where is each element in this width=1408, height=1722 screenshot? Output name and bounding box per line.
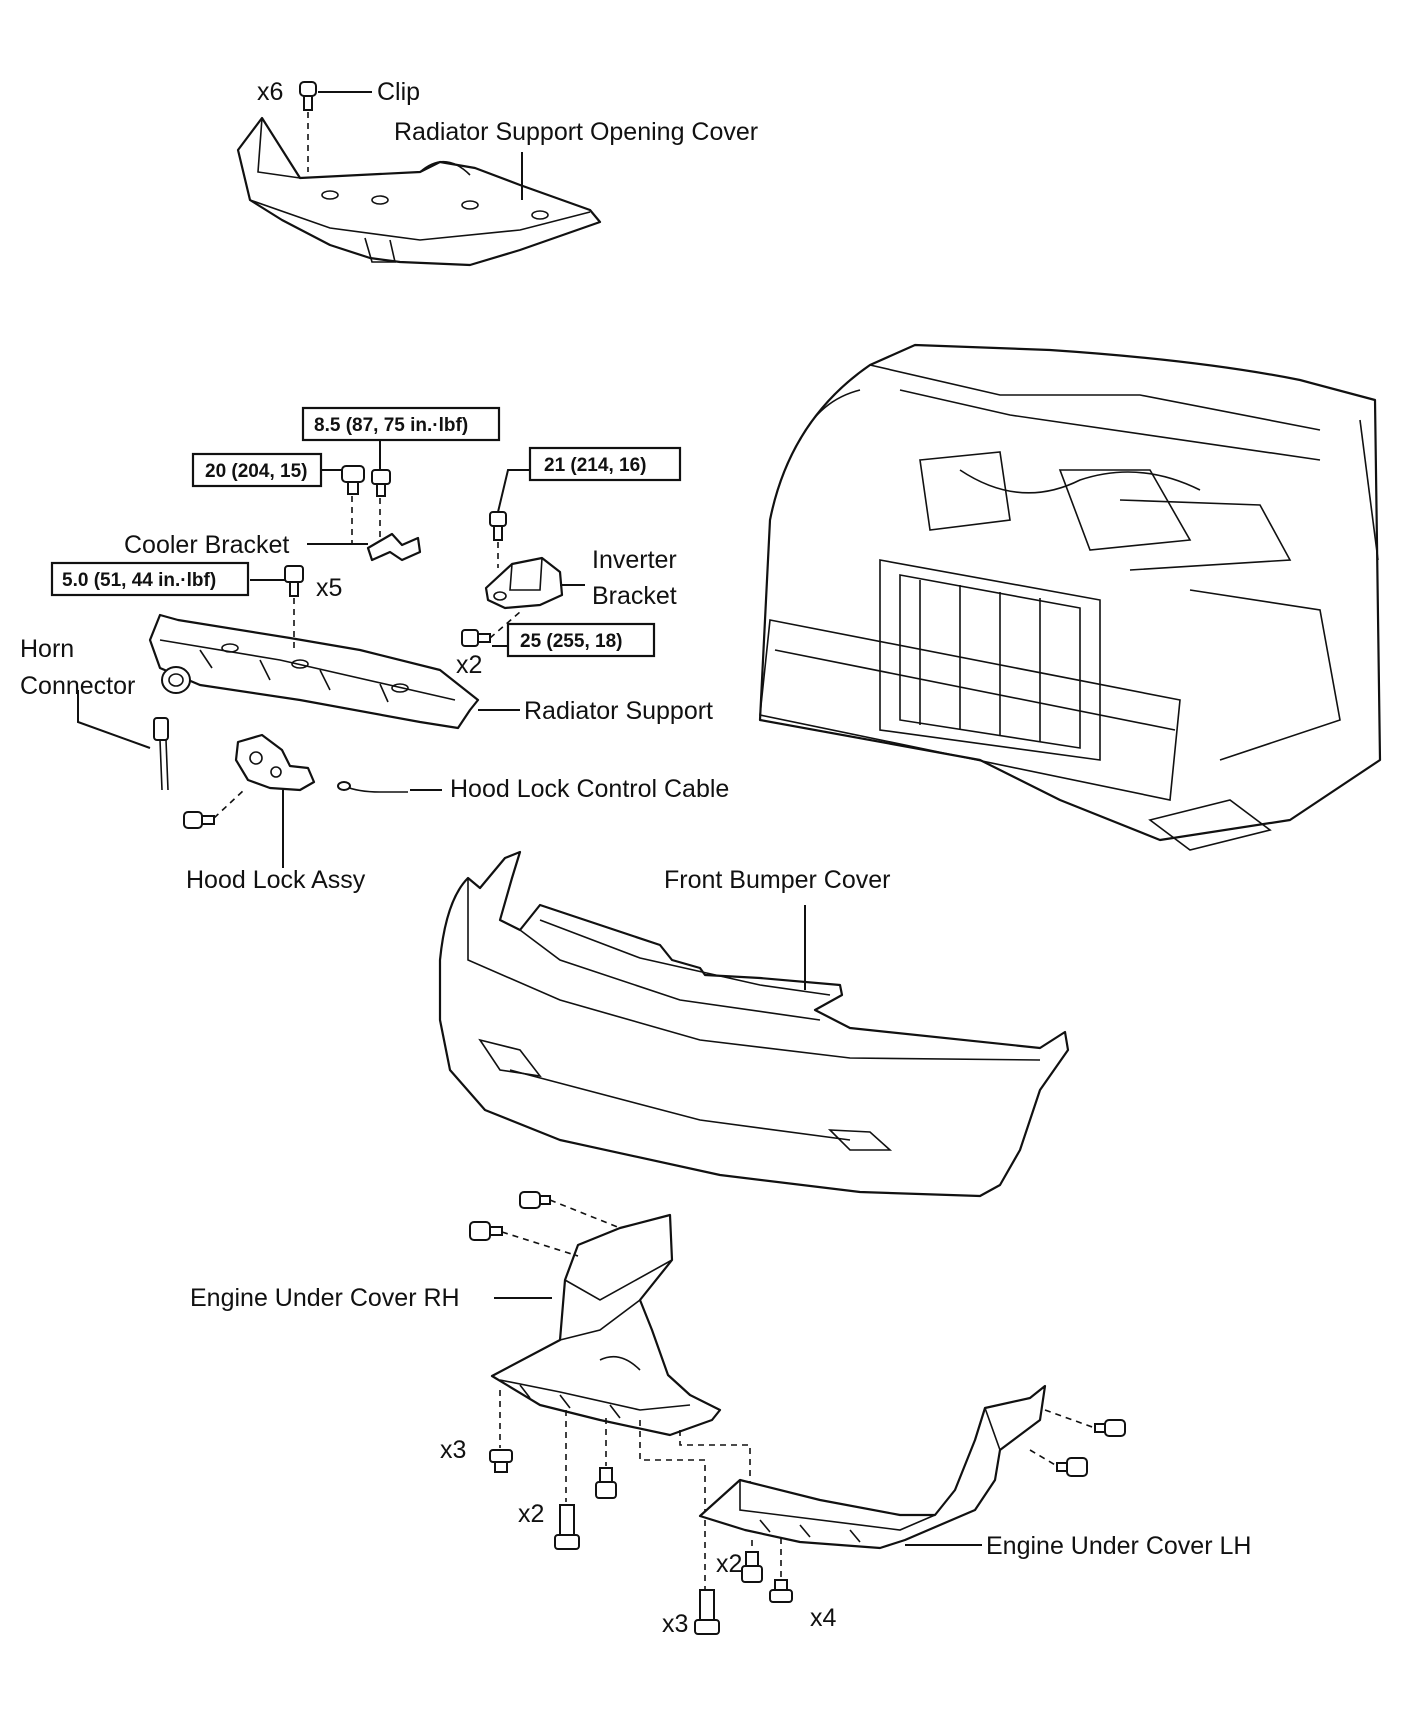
engine-under-cover-rh-bolt-lower xyxy=(595,1467,617,1499)
engine-under-cover-lh-part xyxy=(698,1384,1047,1550)
label-front-bumper-cover: Front Bumper Cover xyxy=(664,866,890,894)
inverter-bracket-part xyxy=(484,556,564,610)
label-inverter-bracket-line1: Inverter xyxy=(592,546,677,574)
torque-text-cooler-bracket-b: 20 (204, 15) xyxy=(205,461,307,482)
torque-box-cooler-bracket-a: 8.5 (87, 75 in.·lbf) xyxy=(301,406,501,442)
torque-box-cooler-bracket-b: 20 (204, 15) xyxy=(191,452,323,488)
radiator-support-bolt xyxy=(284,565,304,597)
torque-text-inverter-bracket-lower: 25 (255, 18) xyxy=(520,631,622,652)
cooler-bracket-bolt-a xyxy=(371,469,391,497)
hood-lock-assy-part xyxy=(234,733,316,792)
radiator-support-opening-cover-part xyxy=(236,116,602,267)
front-bumper-cover-part xyxy=(438,850,1070,1198)
hood-lock-control-cable-part xyxy=(337,781,408,793)
torque-text-radiator-support: 5.0 (51, 44 in.·lbf) xyxy=(62,570,216,591)
clip-fastener xyxy=(299,81,317,111)
label-horn-connector-line1: Horn xyxy=(20,635,74,663)
engine-under-cover-lh-clip-lower xyxy=(769,1579,793,1603)
label-engine-under-cover-rh: Engine Under Cover RH xyxy=(190,1284,460,1312)
inverter-bracket-bolt-lower xyxy=(461,629,491,647)
horn-connector-part xyxy=(153,717,169,791)
cooler-bracket-part xyxy=(366,532,422,562)
hood-lock-bolt xyxy=(183,811,215,829)
cooler-bracket-bolt-b xyxy=(341,465,365,495)
qty-lh-clip: x4 xyxy=(810,1604,837,1632)
qty-rh-screw: x2 xyxy=(518,1500,544,1528)
qty-lh-bolt: x2 xyxy=(716,1550,742,1578)
qty-lh-screw: x3 xyxy=(662,1610,688,1638)
qty-inverter-bracket-bolt: x2 xyxy=(456,651,482,679)
radiator-support-part xyxy=(148,613,480,730)
label-hood-lock-control-cable: Hood Lock Control Cable xyxy=(450,775,729,803)
engine-under-cover-lh-clip-upper xyxy=(1094,1419,1126,1437)
label-horn-connector-line2: Connector xyxy=(20,672,135,700)
engine-under-cover-rh-part xyxy=(490,1213,722,1437)
label-cooler-bracket: Cooler Bracket xyxy=(124,531,289,559)
label-radiator-support-opening-cover: Radiator Support Opening Cover xyxy=(394,118,758,146)
torque-box-inverter-bracket-upper: 21 (214, 16) xyxy=(528,446,682,482)
engine-under-cover-rh-clip-lower xyxy=(489,1449,513,1473)
qty-clip: x6 xyxy=(257,78,283,106)
label-radiator-support: Radiator Support xyxy=(524,697,713,725)
torque-box-inverter-bracket-lower: 25 (255, 18) xyxy=(506,622,656,658)
label-clip: Clip xyxy=(377,78,420,106)
qty-rh-clip: x3 xyxy=(440,1436,466,1464)
torque-text-inverter-bracket-upper: 21 (214, 16) xyxy=(544,455,646,476)
vehicle-front-end-illustration xyxy=(758,343,1382,851)
torque-box-radiator-support: 5.0 (51, 44 in.·lbf) xyxy=(50,561,250,597)
label-engine-under-cover-lh: Engine Under Cover LH xyxy=(986,1532,1251,1560)
qty-radiator-support-bolt: x5 xyxy=(316,574,342,602)
engine-under-cover-rh-clip-upper xyxy=(519,1191,551,1209)
label-hood-lock-assy: Hood Lock Assy xyxy=(186,866,366,894)
engine-under-cover-rh-screw xyxy=(554,1504,580,1550)
inverter-bracket-bolt-upper xyxy=(489,511,507,541)
engine-under-cover-rh-bolt-upper xyxy=(469,1221,503,1241)
label-inverter-bracket-line2: Bracket xyxy=(592,582,677,610)
torque-text-cooler-bracket-a: 8.5 (87, 75 in.·lbf) xyxy=(314,415,468,436)
engine-under-cover-lh-screw xyxy=(694,1589,720,1635)
engine-under-cover-lh-bolt-upper xyxy=(1056,1457,1088,1477)
engine-under-cover-lh-bolt-lower xyxy=(741,1551,763,1583)
